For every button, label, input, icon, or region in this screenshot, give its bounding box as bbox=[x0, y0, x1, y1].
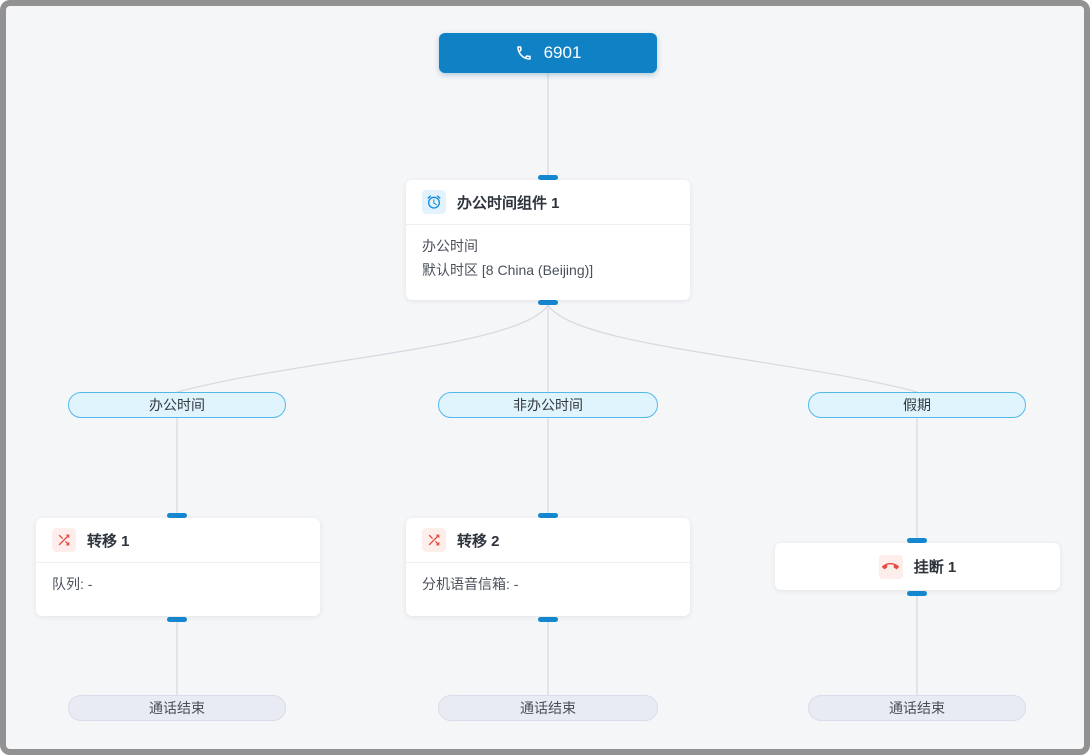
shuffle-icon bbox=[422, 528, 446, 552]
hangup-phone-icon bbox=[878, 554, 903, 579]
connection-port[interactable] bbox=[538, 513, 558, 518]
divider bbox=[36, 562, 320, 563]
end-text: 通话结束 bbox=[889, 700, 945, 716]
branch-label-non-office-hours: 非办公时间 bbox=[438, 392, 658, 418]
connector-path bbox=[547, 304, 918, 393]
extension-number: 6901 bbox=[543, 43, 582, 62]
extension-entry-node[interactable]: 6901 bbox=[439, 33, 657, 73]
call-end-label: 通话结束 bbox=[68, 695, 286, 721]
branch-text: 非办公时间 bbox=[513, 397, 583, 413]
branch-label-holiday: 假期 bbox=[808, 392, 1026, 418]
connection-port[interactable] bbox=[167, 513, 187, 518]
connection-port[interactable] bbox=[538, 617, 558, 622]
office-hours-component-node[interactable]: 办公时间组件 1 办公时间 默认时区 [8 China (Beijing)] bbox=[406, 180, 690, 300]
alarm-clock-icon bbox=[422, 190, 446, 214]
connection-port[interactable] bbox=[167, 617, 187, 622]
connection-port[interactable] bbox=[538, 300, 558, 305]
node-title: 办公时间组件 1 bbox=[457, 194, 560, 212]
node-header: 转移 2 bbox=[406, 518, 690, 562]
branch-text: 假期 bbox=[903, 397, 931, 413]
connection-port[interactable] bbox=[538, 175, 558, 180]
connection-port[interactable] bbox=[907, 538, 927, 543]
node-header: 办公时间组件 1 bbox=[406, 180, 690, 224]
transfer-2-node[interactable]: 转移 2 分机语音信箱: - bbox=[406, 518, 690, 616]
end-text: 通话结束 bbox=[520, 700, 576, 716]
call-end-label: 通话结束 bbox=[438, 695, 658, 721]
phone-icon bbox=[515, 44, 533, 62]
node-title: 转移 1 bbox=[87, 532, 130, 550]
timezone-line: 默认时区 [8 China (Beijing)] bbox=[422, 262, 594, 278]
queue-detail: 队列: - bbox=[52, 576, 93, 592]
end-text: 通话结束 bbox=[149, 700, 205, 716]
shuffle-icon bbox=[52, 528, 76, 552]
branch-label-office-hours: 办公时间 bbox=[68, 392, 286, 418]
divider bbox=[406, 224, 690, 225]
voicemail-detail: 分机语音信箱: - bbox=[422, 576, 519, 592]
node-title: 挂断 1 bbox=[913, 559, 957, 576]
node-body: 办公时间 默认时区 [8 China (Beijing)] bbox=[406, 225, 690, 294]
node-title: 转移 2 bbox=[457, 532, 500, 550]
office-hours-line: 办公时间 bbox=[422, 238, 478, 254]
node-body: 队列: - bbox=[36, 563, 320, 608]
node-body: 分机语音信箱: - bbox=[406, 563, 690, 608]
connector-path bbox=[176, 304, 549, 393]
transfer-1-node[interactable]: 转移 1 队列: - bbox=[36, 518, 320, 616]
call-end-label: 通话结束 bbox=[808, 695, 1026, 721]
connector-lines bbox=[176, 73, 918, 695]
branch-text: 办公时间 bbox=[149, 397, 205, 413]
node-header: 转移 1 bbox=[36, 518, 320, 562]
connection-port[interactable] bbox=[907, 591, 927, 596]
hangup-node[interactable]: 挂断 1 bbox=[775, 543, 1060, 590]
divider bbox=[406, 562, 690, 563]
